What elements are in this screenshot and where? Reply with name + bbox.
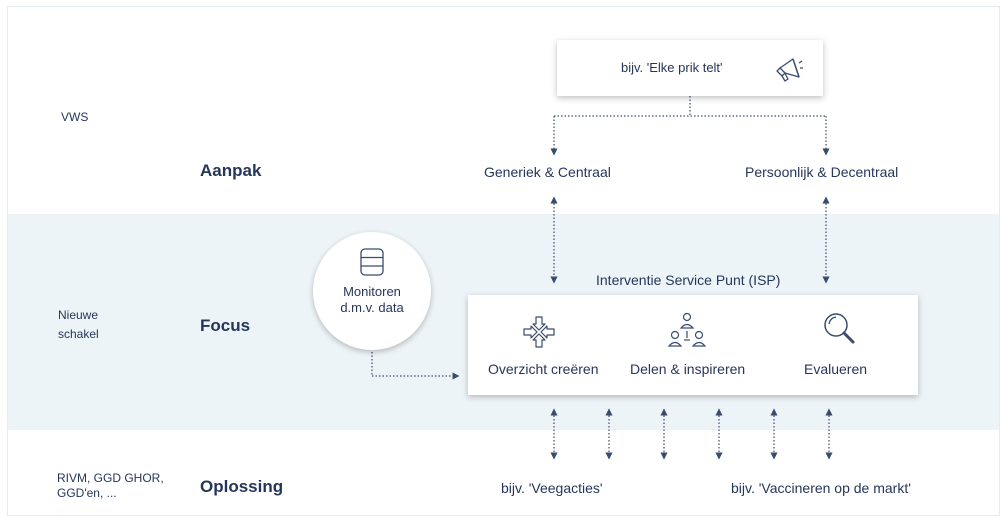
- monitor-circle: Monitoren d.m.v. data: [313, 232, 431, 350]
- row-title-oplossing: Oplossing: [200, 477, 284, 496]
- row-title-aanpak: Aanpak: [200, 161, 262, 180]
- isp-box: Overzicht creëren Delen & inspireren Eva…: [468, 295, 918, 395]
- people-network-icon: [667, 312, 707, 347]
- campaign-text: bijv. 'Elke prik telt': [621, 60, 723, 75]
- isp-title: Interventie Service Punt (ISP): [596, 272, 781, 288]
- monitor-text-line2: d.m.v. data: [340, 300, 404, 315]
- personal-decentral-label: Persoonlijk & Decentraal: [745, 164, 899, 180]
- row-title-focus: Focus: [200, 316, 251, 335]
- isp-item-overzicht: Overzicht creëren: [488, 361, 599, 377]
- database-icon: [360, 248, 384, 276]
- example-veegacties: bijv. 'Veegacties': [501, 480, 603, 496]
- campaign-box: bijv. 'Elke prik telt': [557, 40, 823, 96]
- row-label-rivm: RIVM, GGD GHOR, GGD'en, ...: [57, 471, 164, 500]
- magnifier-icon: [824, 313, 855, 344]
- generic-central-label: Generiek & Centraal: [484, 164, 611, 180]
- arrows-converge-icon: [523, 316, 555, 348]
- monitor-text-line1: Monitoren: [343, 284, 401, 299]
- row-label-vws: VWS: [61, 110, 89, 124]
- megaphone-icon: [776, 58, 803, 82]
- example-vaccineren: bijv. 'Vaccineren op de markt': [731, 480, 911, 496]
- isp-item-delen: Delen & inspireren: [630, 361, 746, 377]
- row-label-nieuwe-schakel: Nieuwe schakel: [58, 308, 99, 341]
- isp-item-evalueren: Evalueren: [804, 361, 868, 377]
